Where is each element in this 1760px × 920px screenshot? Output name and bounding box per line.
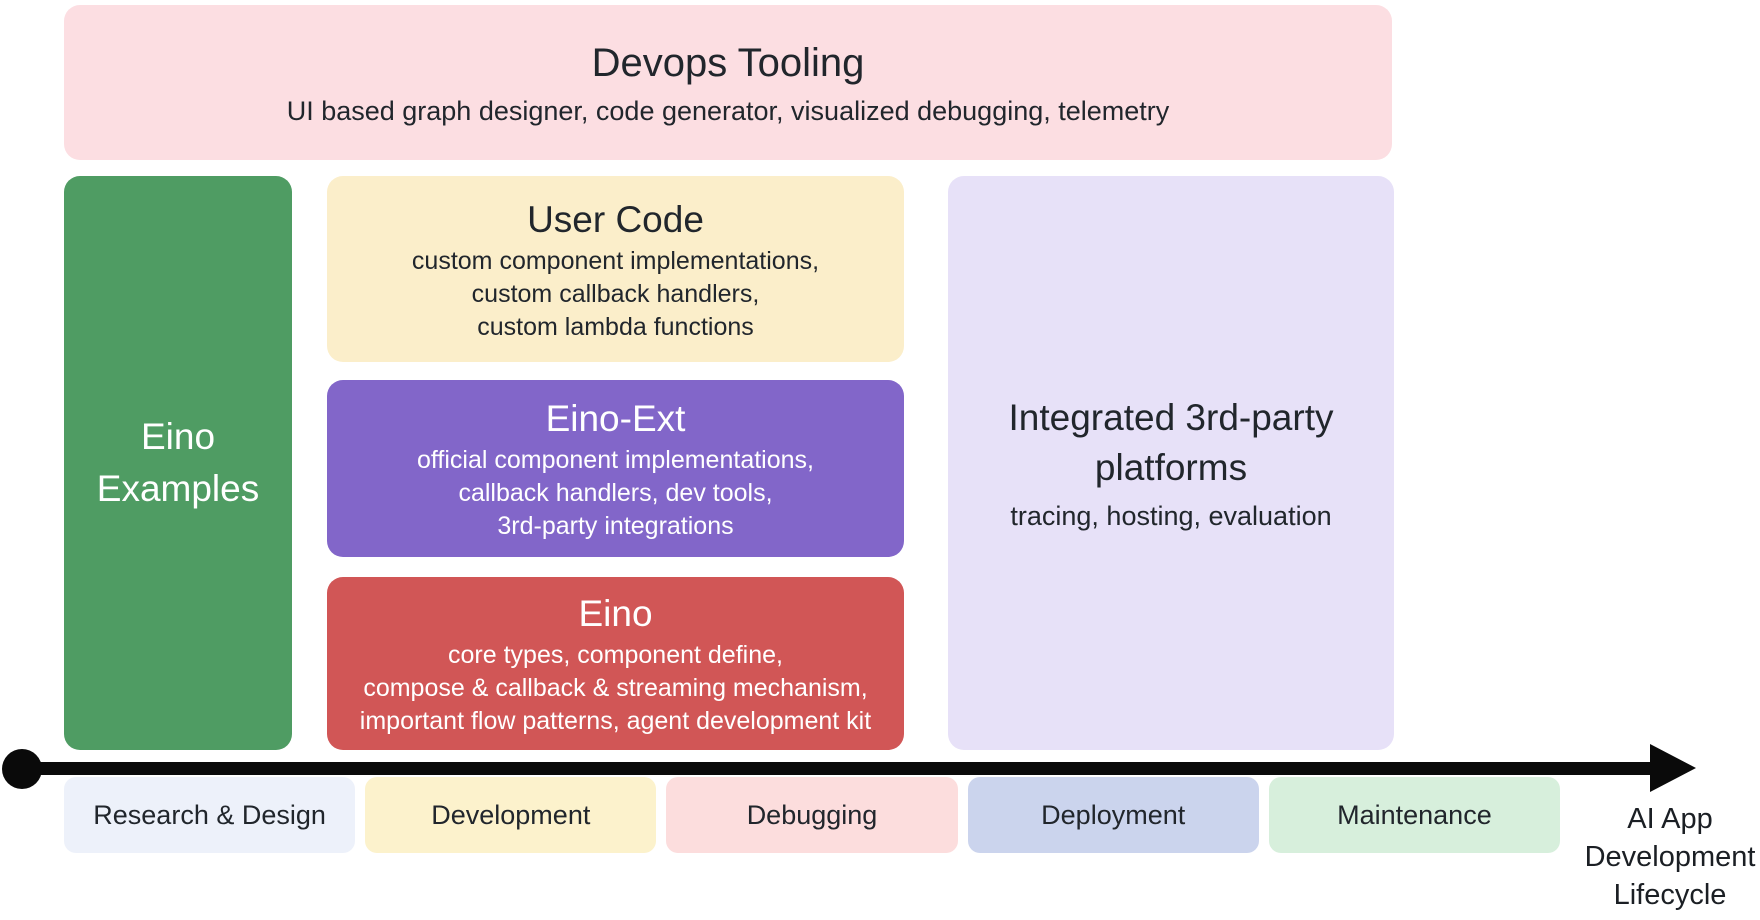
stage-label: Debugging	[746, 799, 878, 830]
axis-caption-line: Lifecycle	[1613, 879, 1727, 911]
lifecycle-stages-row: Research & Design Development Debugging …	[64, 777, 1561, 853]
eino-core-line: important flow patterns, agent developme…	[359, 707, 872, 735]
axis-caption-line: AI App	[1627, 803, 1713, 835]
timeline-axis-line	[22, 762, 1655, 775]
user-code-line: custom component implementations,	[411, 246, 820, 275]
eino-ext-line: callback handlers, dev tools,	[458, 479, 773, 507]
stage-label: Research & Design	[93, 799, 326, 830]
devops-tooling-box: Devops Tooling UI based graph designer, …	[64, 5, 1392, 160]
eino-core-box: Eino core types, component define, compo…	[327, 577, 904, 750]
eino-ext-line: official component implementations,	[417, 446, 814, 474]
eino-core-title: Eino	[578, 593, 653, 634]
timeline-arrowhead-icon	[1650, 744, 1696, 792]
eino-examples-box: Eino Examples	[64, 176, 292, 750]
stage-label: Development	[431, 799, 591, 830]
axis-caption-line: Development	[1584, 841, 1756, 873]
stage-development: Development	[365, 777, 657, 853]
user-code-line: custom callback handlers,	[471, 279, 760, 308]
stage-label: Deployment	[1041, 799, 1186, 830]
integrated-platforms-title: Integrated 3rd-party platforms	[1008, 397, 1334, 488]
eino-core-line: compose & callback & streaming mechanism…	[363, 674, 868, 702]
user-code-title: User Code	[527, 198, 704, 240]
user-code-line: custom lambda functions	[477, 312, 754, 341]
stage-debugging: Debugging	[666, 777, 958, 853]
eino-examples-title: Eino Examples	[96, 416, 260, 509]
stage-research-design: Research & Design	[64, 777, 356, 853]
stage-deployment: Deployment	[967, 777, 1259, 853]
axis-caption: AI App Development Lifecycle	[1575, 800, 1760, 914]
stage-label: Maintenance	[1337, 799, 1492, 830]
integrated-platforms-subtitle: tracing, hosting, evaluation	[1010, 501, 1332, 531]
devops-tooling-subtitle: UI based graph designer, code generator,…	[286, 95, 1170, 126]
integrated-platforms-box: Integrated 3rd-party platforms tracing, …	[948, 176, 1394, 750]
eino-ext-title: Eino-Ext	[545, 398, 686, 439]
devops-tooling-title: Devops Tooling	[591, 40, 865, 85]
stage-maintenance: Maintenance	[1268, 777, 1561, 853]
user-code-box: User Code custom component implementatio…	[327, 176, 904, 362]
eino-ext-line: 3rd-party integrations	[497, 512, 734, 540]
timeline-start-dot	[2, 749, 42, 789]
eino-core-line: core types, component define,	[448, 641, 783, 669]
eino-ext-box: Eino-Ext official component implementati…	[327, 380, 904, 557]
